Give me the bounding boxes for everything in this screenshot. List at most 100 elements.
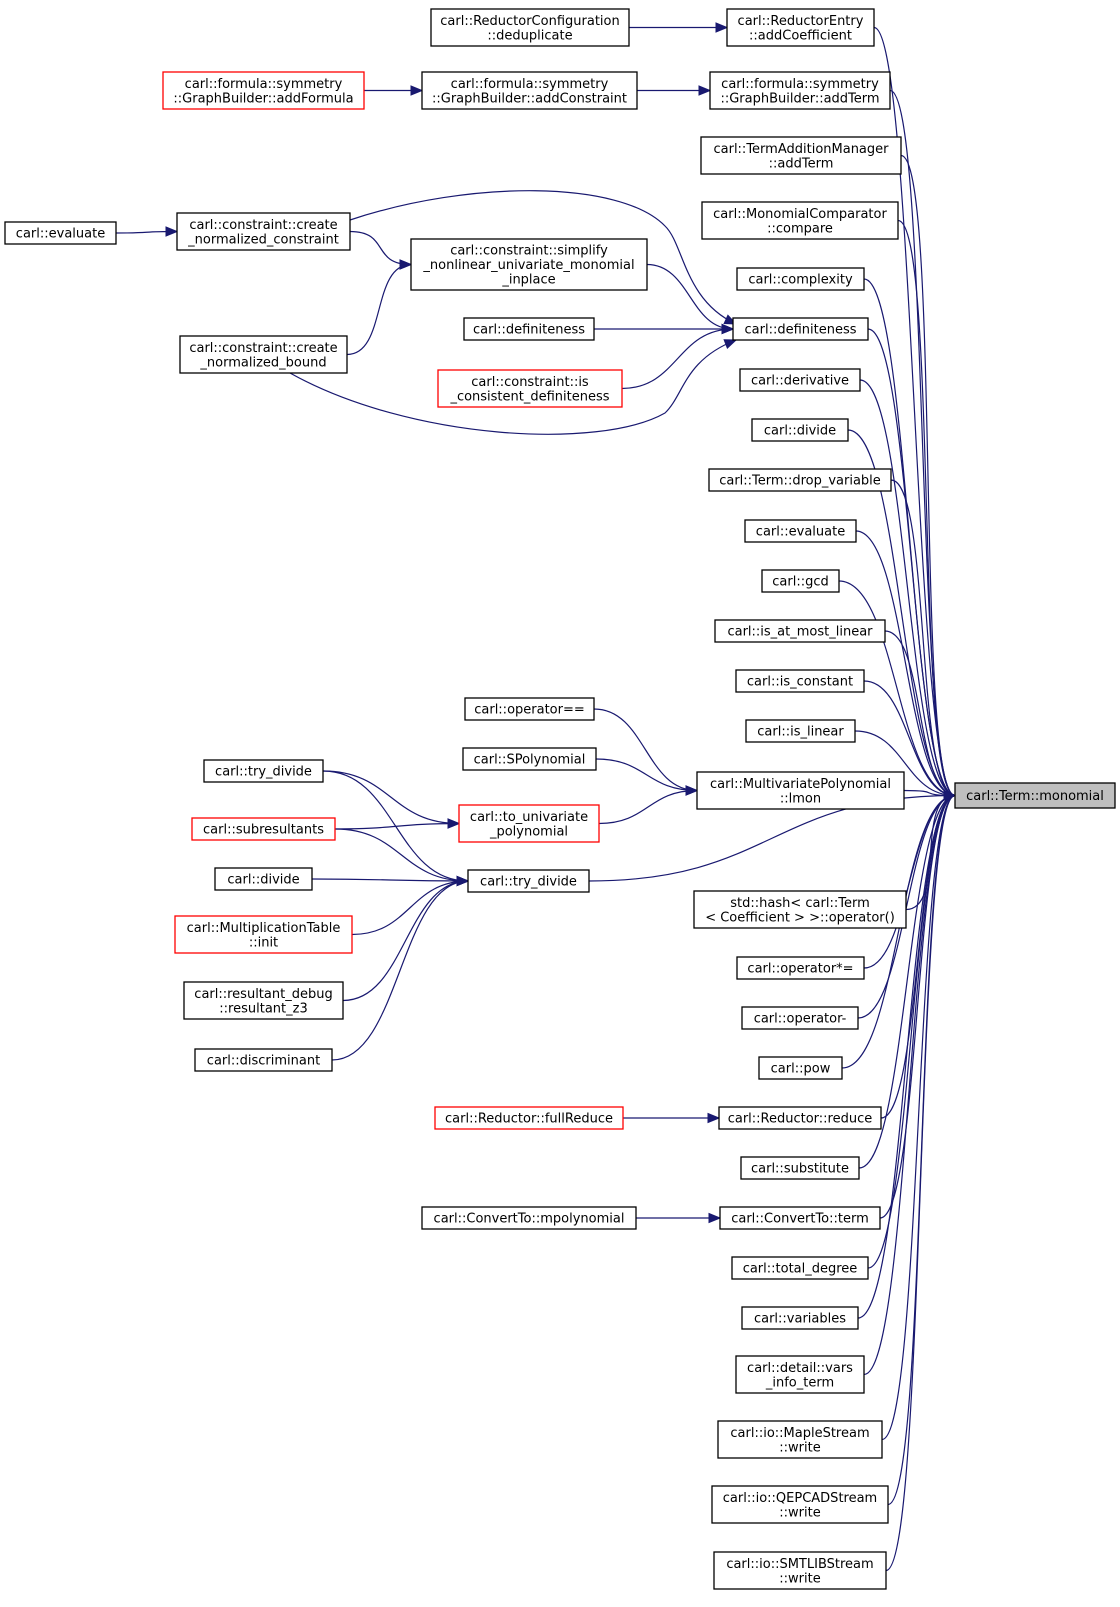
node-simplify[interactable]: carl::constraint::simplify_nonlinear_uni… — [410, 238, 648, 291]
node-to_univariate[interactable]: carl::to_univariate_polynomial — [458, 804, 600, 843]
node-monomial[interactable]: carl::Term::monomial — [954, 782, 1116, 809]
edge-try_divide_b-to-try_divide_main — [322, 770, 470, 887]
edge-line — [346, 263, 412, 356]
node-box — [745, 719, 856, 743]
edge-reductor_reduce-to-monomial — [880, 790, 957, 1119]
node-evaluate_main[interactable]: carl::evaluate — [744, 519, 857, 543]
node-label-line: carl::operator*= — [747, 962, 853, 977]
edge-line — [859, 379, 956, 797]
node-label-line: _normalized_bound — [199, 355, 326, 370]
node-label-line: ::GraphBuilder::addConstraint — [432, 91, 627, 106]
node-label-line: carl::MultiplicationTable — [187, 921, 341, 936]
node-label-line: carl::SPolynomial — [474, 753, 586, 768]
node-try_divide_main[interactable]: carl::try_divide — [467, 869, 590, 893]
node-is_linear[interactable]: carl::is_linear — [745, 719, 856, 743]
edge-line — [322, 770, 460, 825]
node-box — [463, 317, 595, 341]
node-label-line: carl::definiteness — [473, 323, 585, 338]
edge-line — [890, 479, 956, 797]
node-operator_mul[interactable]: carl::operator*= — [736, 956, 865, 980]
edge-simplify-to-definiteness_main — [646, 263, 735, 335]
node-operator_eq[interactable]: carl::operator== — [464, 697, 595, 721]
edge-line — [867, 328, 956, 797]
node-label-line: ::lmon — [780, 791, 821, 806]
node-divide_b[interactable]: carl::divide — [214, 867, 313, 891]
node-divide_main[interactable]: carl::divide — [751, 418, 849, 442]
node-label-line: carl::Term::drop_variable — [719, 474, 881, 489]
node-label-line: ::addCoefficient — [749, 28, 852, 43]
node-label-line: carl::evaluate — [756, 525, 845, 540]
node-convert_term[interactable]: carl::ConvertTo::term — [719, 1206, 881, 1230]
node-gcd[interactable]: carl::gcd — [761, 569, 840, 593]
node-gb_addFormula[interactable]: carl::formula::symmetry::GraphBuilder::a… — [162, 71, 365, 110]
node-smtlib_write[interactable]: carl::io::SMTLIBStream::write — [713, 1551, 887, 1590]
node-box — [162, 71, 365, 110]
node-convert_mpoly[interactable]: carl::ConvertTo::mpolynomial — [421, 1206, 637, 1230]
node-label-line: carl::io::QEPCADStream — [723, 1491, 877, 1506]
node-reductor_reduce[interactable]: carl::Reductor::reduce — [718, 1106, 882, 1130]
node-full_reduce[interactable]: carl::Reductor::fullReduce — [434, 1106, 624, 1130]
node-variables[interactable]: carl::variables — [741, 1306, 859, 1330]
node-mt_init[interactable]: carl::MultiplicationTable::init — [174, 915, 353, 954]
node-pow[interactable]: carl::pow — [758, 1056, 843, 1080]
node-label-line: carl::derivative — [751, 374, 849, 389]
node-qepcad_write[interactable]: carl::io::QEPCADStream::write — [711, 1485, 889, 1524]
node-label-line: ::init — [249, 935, 278, 950]
node-is_consistent[interactable]: carl::constraint::is_consistent_definite… — [437, 369, 623, 408]
node-label-line: carl::subresultants — [203, 823, 324, 838]
node-label-line: carl::formula::symmetry — [451, 77, 609, 92]
edge-line — [863, 794, 956, 1376]
node-label-line: carl::is_at_most_linear — [727, 625, 873, 640]
node-create_bound[interactable]: carl::constraint::create_normalized_boun… — [179, 335, 348, 374]
node-label-line: carl::to_univariate — [470, 810, 588, 825]
edge-line — [863, 680, 956, 797]
node-re_addCoefficient[interactable]: carl::ReductorEntry::addCoefficient — [726, 8, 875, 47]
node-substitute[interactable]: carl::substitute — [740, 1156, 860, 1180]
edge-operator_eq-to-mp_lmon — [593, 708, 699, 796]
edge-arrowhead — [698, 85, 712, 96]
edge-resultant_z3-to-try_divide_main — [342, 875, 470, 1002]
node-discriminant[interactable]: carl::discriminant — [194, 1048, 333, 1072]
node-drop_variable[interactable]: carl::Term::drop_variable — [708, 468, 892, 492]
node-create_constraint[interactable]: carl::constraint::create_normalized_cons… — [176, 212, 351, 251]
edge-line — [351, 880, 469, 936]
node-mp_lmon[interactable]: carl::MultivariatePolynomial::lmon — [696, 771, 905, 810]
node-evaluate_left[interactable]: carl::evaluate — [4, 221, 117, 245]
node-derivative[interactable]: carl::derivative — [739, 368, 861, 392]
edge-convert_mpoly-to-convert_term — [635, 1212, 722, 1224]
edge-subresultants-to-to_univariate — [334, 818, 461, 830]
node-std_hash[interactable]: std::hash< carl::Term< Coefficient > >::… — [693, 890, 907, 929]
node-box — [719, 1206, 881, 1230]
edge-total_degree-to-monomial — [867, 790, 957, 1269]
node-vars_info_term[interactable]: carl::detail::vars_info_term — [735, 1355, 865, 1394]
node-definiteness_main[interactable]: carl::definiteness — [732, 317, 869, 341]
node-definiteness_b[interactable]: carl::definiteness — [463, 317, 595, 341]
edge-arrowhead — [165, 226, 179, 237]
node-rc_deduplicate[interactable]: carl::ReductorConfiguration::deduplicate — [430, 8, 630, 47]
node-gb_addConstraint[interactable]: carl::formula::symmetry::GraphBuilder::a… — [421, 71, 638, 110]
edge-line — [334, 828, 469, 882]
node-is_constant[interactable]: carl::is_constant — [735, 669, 865, 693]
node-subresultants[interactable]: carl::subresultants — [191, 817, 336, 841]
node-try_divide_b[interactable]: carl::try_divide — [203, 759, 324, 783]
edge-arrowhead — [723, 339, 738, 350]
edge-arrowhead — [708, 1212, 722, 1224]
node-maple_write[interactable]: carl::io::MapleStream::write — [717, 1420, 883, 1459]
node-tam_addTerm[interactable]: carl::TermAdditionManager::addTerm — [700, 136, 902, 175]
node-operator_minus[interactable]: carl::operator- — [741, 1006, 859, 1030]
node-spolynomial[interactable]: carl::SPolynomial — [462, 747, 597, 771]
node-gb_addTerm[interactable]: carl::formula::symmetry::GraphBuilder::a… — [709, 71, 891, 110]
node-box — [726, 8, 875, 47]
node-total_degree[interactable]: carl::total_degree — [731, 1256, 869, 1280]
node-label-line: carl::io::SMTLIBStream — [726, 1557, 873, 1572]
node-box — [191, 817, 336, 841]
node-label-line: carl::Reductor::fullReduce — [445, 1112, 613, 1127]
node-complexity[interactable]: carl::complexity — [736, 267, 865, 291]
edge-full_reduce-to-reductor_reduce — [622, 1112, 721, 1124]
node-label-line: std::hash< carl::Term — [730, 896, 869, 911]
node-mc_compare[interactable]: carl::MonomialComparator::compare — [701, 201, 899, 240]
edge-line — [349, 230, 412, 266]
node-resultant_z3[interactable]: carl::resultant_debug::resultant_z3 — [183, 981, 344, 1020]
node-box — [458, 804, 600, 843]
node-is_at_most_linear[interactable]: carl::is_at_most_linear — [714, 619, 886, 643]
